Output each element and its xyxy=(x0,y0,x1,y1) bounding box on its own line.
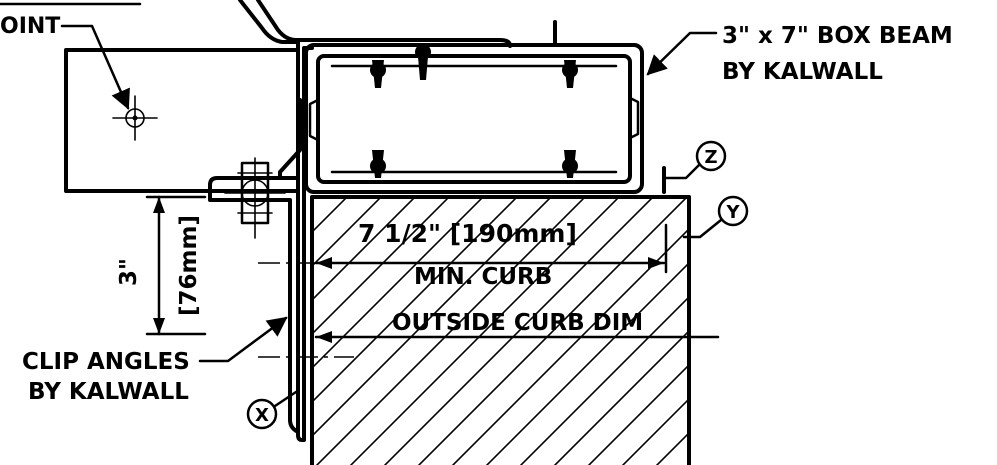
outside-curb-label: OUTSIDE CURB DIM xyxy=(392,310,643,336)
hatch-line xyxy=(312,197,349,234)
hatch-line xyxy=(0,170,204,465)
hatch-line xyxy=(587,363,689,465)
hatch-line xyxy=(312,197,519,404)
hatch-line xyxy=(312,197,451,336)
clip-angles-leader: CLIP ANGLES BY KALWALL xyxy=(22,316,288,405)
box-beam-leader: 3" x 7" BOX BEAM BY KALWALL xyxy=(646,23,953,85)
height-mm-label: [76mm] xyxy=(176,215,202,316)
hatch-line xyxy=(519,295,689,465)
clip-angle xyxy=(208,0,314,442)
outside-curb-dimension: OUTSIDE CURB DIM xyxy=(258,310,720,358)
hatch-line xyxy=(890,170,997,465)
frame-block xyxy=(64,48,298,193)
min-curb-dimension: 7 1/2" [190mm] MIN. CURB xyxy=(258,219,668,290)
callout-x: X xyxy=(246,390,298,430)
screws xyxy=(370,44,578,178)
hatch-line xyxy=(754,170,997,465)
hatch-line xyxy=(553,329,689,465)
hatch-line xyxy=(417,197,689,465)
hatch-line xyxy=(383,197,655,465)
curb-hatching xyxy=(0,170,997,465)
clip-angles-label-line1: CLIP ANGLES xyxy=(22,349,190,375)
screw-icon xyxy=(562,150,578,178)
height-inch-label: 3" xyxy=(116,258,142,286)
hatch-line xyxy=(0,170,102,465)
hatch-line xyxy=(621,397,689,465)
hatch-line xyxy=(856,170,997,465)
hatch-line xyxy=(0,170,34,465)
hatch-line xyxy=(312,197,485,370)
anchor-bolt xyxy=(224,157,286,239)
screw-icon xyxy=(415,44,431,80)
hatch-line xyxy=(992,170,997,465)
height-dimension: 3" [76mm] xyxy=(116,195,207,336)
hatch-line xyxy=(485,261,689,465)
screw-icon xyxy=(370,60,386,88)
joint-label: OINT xyxy=(0,14,60,39)
callout-x-letter: X xyxy=(255,405,269,426)
clip-angles-label-line2: BY KALWALL xyxy=(28,379,189,405)
hatch-line xyxy=(0,170,136,465)
hatch-line xyxy=(451,227,689,465)
hatch-line xyxy=(312,197,417,302)
hatch-line xyxy=(655,431,689,465)
callout-y-letter: Y xyxy=(725,202,740,223)
concrete-curb xyxy=(0,170,997,465)
hatch-line xyxy=(958,170,997,465)
callout-z: Z xyxy=(662,140,727,180)
hatch-line xyxy=(312,197,383,268)
hatch-line xyxy=(349,197,621,465)
joint-leader: OINT xyxy=(0,14,130,110)
hatch-line xyxy=(822,170,997,465)
joint-crosshair-symbol xyxy=(112,95,158,141)
hatch-line xyxy=(315,197,587,465)
screw-icon xyxy=(562,60,578,88)
box-beam-label-line1: 3" x 7" BOX BEAM xyxy=(722,23,953,49)
hatch-line xyxy=(312,197,553,438)
callout-z-letter: Z xyxy=(704,147,717,168)
hatch-line xyxy=(0,170,170,465)
hatch-line xyxy=(0,170,238,465)
min-curb-label: MIN. CURB xyxy=(414,264,552,290)
screw-icon xyxy=(370,150,386,178)
hatch-line xyxy=(0,170,272,465)
hatch-line xyxy=(924,170,997,465)
hatch-line xyxy=(0,170,68,465)
hatch-line xyxy=(788,170,997,465)
box-beam xyxy=(294,20,666,194)
box-beam-label-line2: BY KALWALL xyxy=(722,59,883,85)
hatch-line xyxy=(720,170,997,465)
hatch-line xyxy=(312,197,315,200)
callout-y: Y xyxy=(682,195,749,239)
min-curb-value: 7 1/2" [190mm] xyxy=(358,219,577,248)
